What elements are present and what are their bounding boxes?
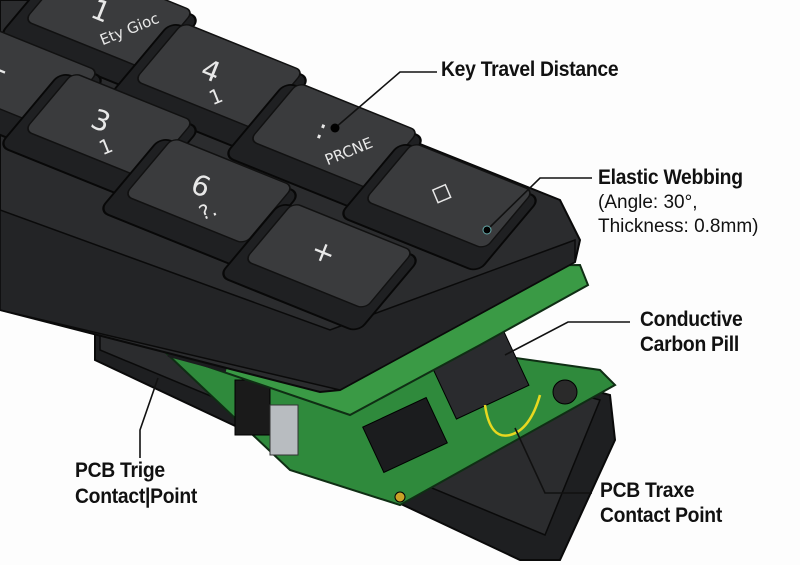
pcb-via	[394, 491, 406, 503]
leader-conductive	[504, 321, 630, 356]
label-pcb-right-2: Contact Point	[600, 504, 722, 527]
elastic-webbing-marker	[482, 225, 492, 235]
leader-lines	[139, 71, 630, 494]
label-elastic-thickness: Thickness: 0.8mm)	[598, 216, 759, 237]
ic-chip	[362, 396, 448, 474]
label-pcb-left-2: Contact|Point	[75, 485, 198, 508]
key-travel-marker	[330, 123, 340, 133]
keycap[interactable]	[339, 139, 543, 273]
label-conductive: Conductive	[640, 308, 743, 331]
keycap-top	[247, 204, 411, 308]
leader-pcb-right	[514, 427, 592, 494]
label-key-travel: Key Travel Distance	[441, 58, 619, 81]
keycap[interactable]	[219, 199, 423, 333]
leader-key-travel	[334, 71, 437, 129]
top-casing-side	[0, 209, 576, 391]
pcb-trace-contact	[483, 394, 542, 437]
label-pcb-right-1: PCB Traxe	[600, 479, 695, 502]
connector-block	[234, 379, 271, 436]
leader-elastic-webbing	[486, 177, 592, 231]
label-pcb-left-1: PCB Trige	[75, 459, 165, 482]
label-elastic-webbing: Elastic Webbing	[598, 166, 743, 189]
keycap-top	[367, 144, 531, 248]
label-elastic-angle: (Angle: 30°,	[598, 192, 698, 213]
connector-pin	[269, 404, 299, 456]
leader-pcb-left	[139, 377, 159, 458]
capacitor	[552, 379, 578, 405]
label-carbon-pill: Carbon Pill	[640, 333, 739, 356]
